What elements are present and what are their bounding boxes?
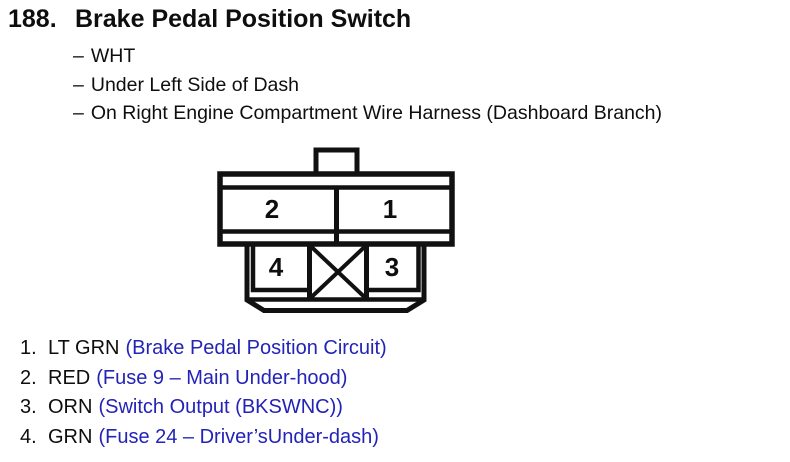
item-number: 188. bbox=[8, 5, 57, 33]
pin-cell-4-border bbox=[250, 244, 310, 293]
list-item: – On Right Engine Compartment Wire Harne… bbox=[73, 99, 662, 128]
legend-row-3: 3. ORN (Switch Output (BKSWNC)) bbox=[20, 393, 387, 423]
pin-label-2: 2 bbox=[265, 194, 279, 224]
legend-number: 4. bbox=[20, 425, 37, 448]
pin-label-3: 3 bbox=[385, 252, 399, 282]
pin-legend: 1. LT GRN (Brake Pedal Position Circuit)… bbox=[20, 334, 387, 452]
dash-bullet: – bbox=[73, 102, 84, 124]
legend-number: 2. bbox=[20, 366, 37, 389]
wire-color-label: GRN bbox=[48, 425, 93, 448]
circuit-link[interactable]: (Fuse 24 – Driver’sUnder-dash) bbox=[98, 425, 379, 448]
legend-row-1: 1. LT GRN (Brake Pedal Position Circuit) bbox=[20, 334, 387, 364]
section-heading: 188. Brake Pedal Position Switch bbox=[8, 5, 411, 34]
wire-color-label: LT GRN bbox=[48, 337, 120, 359]
list-item: – Under Left Side of Dash bbox=[73, 71, 662, 100]
circuit-link[interactable]: (Switch Output (BKSWNC)) bbox=[98, 396, 343, 418]
dash-bullet: – bbox=[73, 45, 84, 67]
legend-row-2: 2. RED (Fuse 9 – Main Under-hood) bbox=[20, 364, 387, 394]
detail-text: Under Left Side of Dash bbox=[90, 73, 299, 96]
legend-number: 3. bbox=[20, 396, 37, 418]
dash-bullet: – bbox=[73, 73, 84, 96]
keyway-x-diagonal bbox=[309, 245, 367, 299]
pin-label-4: 4 bbox=[269, 252, 284, 282]
detail-text: WHT bbox=[90, 45, 136, 67]
circuit-link[interactable]: (Brake Pedal Position Circuit) bbox=[125, 337, 387, 359]
wire-color-label: RED bbox=[48, 366, 91, 389]
legend-number: 1. bbox=[20, 337, 37, 359]
pin-label-1: 1 bbox=[383, 194, 397, 224]
circuit-link[interactable]: (Fuse 9 – Main Under-hood) bbox=[96, 366, 348, 389]
legend-row-4: 4. GRN (Fuse 24 – Driver’sUnder-dash) bbox=[20, 423, 387, 453]
wire-color-label: ORN bbox=[48, 396, 93, 418]
list-item: – WHT bbox=[73, 42, 662, 71]
detail-list: – WHT – Under Left Side of Dash – On Rig… bbox=[73, 42, 662, 128]
detail-text: On Right Engine Compartment Wire Harness… bbox=[90, 102, 663, 124]
page-title: Brake Pedal Position Switch bbox=[75, 5, 412, 33]
connector-body-lower bbox=[244, 244, 427, 313]
pin-cell-3-border bbox=[366, 244, 421, 293]
